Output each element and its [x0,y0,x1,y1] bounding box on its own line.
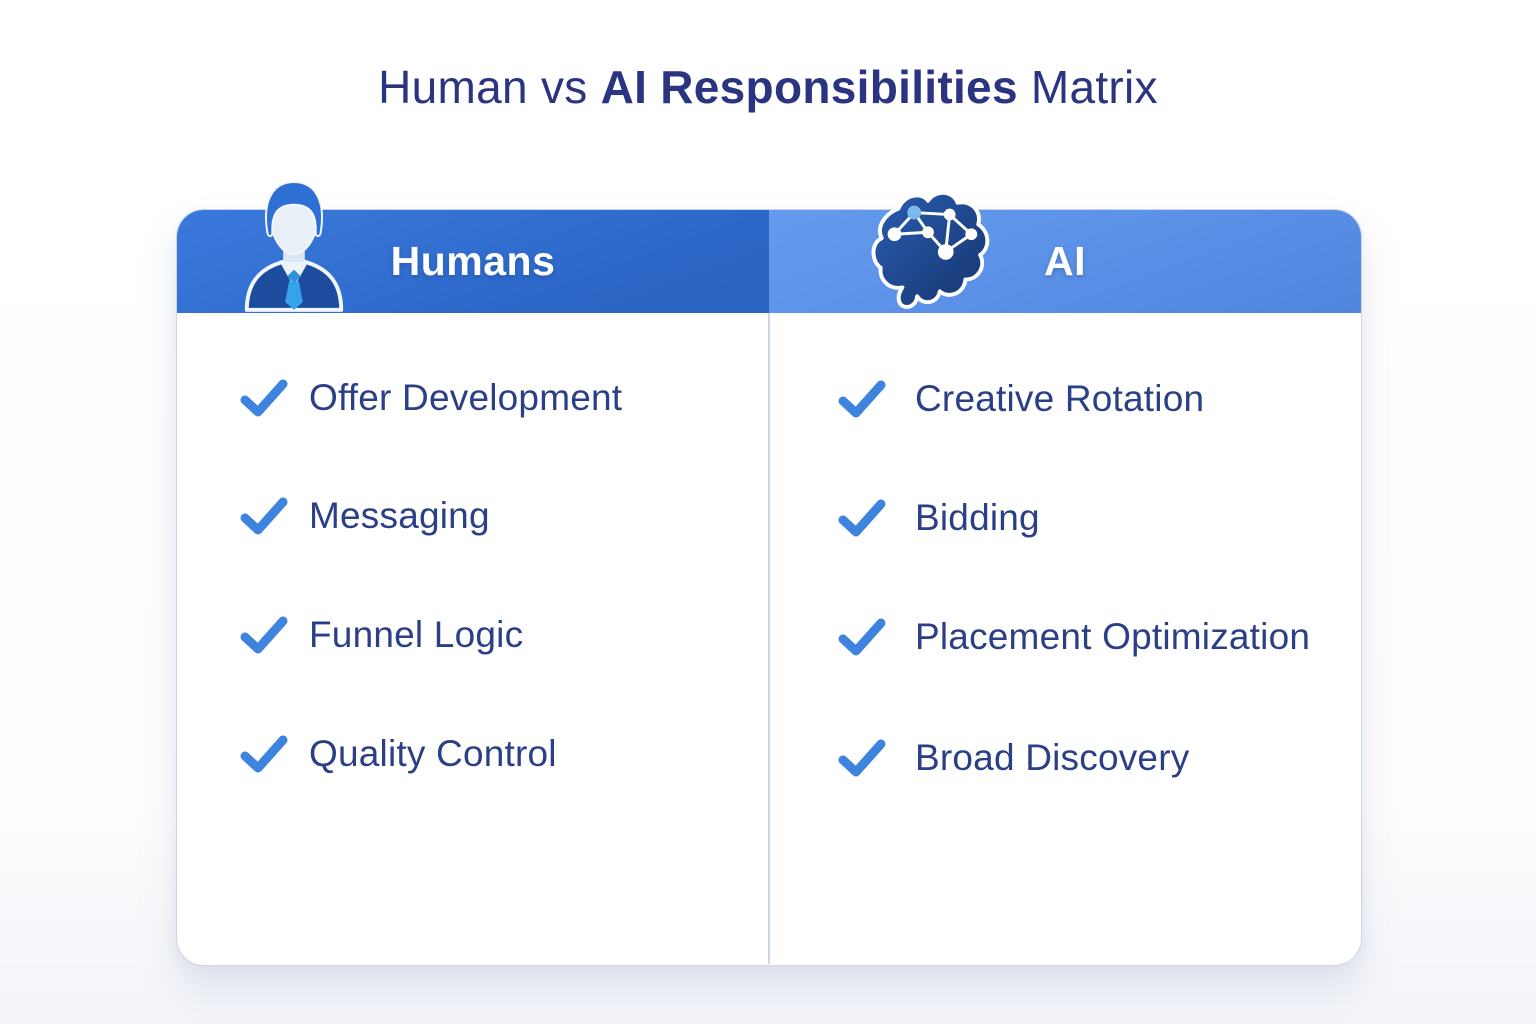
item-label: Messaging [309,495,490,536]
item-label: Creative Rotation [915,378,1205,419]
page-title-prefix: Human vs [378,61,588,113]
check-icon [838,380,886,418]
brain-icon [871,190,990,309]
check-icon [240,735,288,773]
humans-header: Humans [177,181,769,313]
check-icon [838,618,886,656]
matrix-card: Humans [176,181,1363,966]
page-title-suffix: Matrix [1030,61,1158,113]
page-title-bold: AI Responsibilities [600,61,1018,113]
humans-column: Offer Development Messaging Funnel Logic… [177,313,769,965]
item-label: Bidding [915,497,1040,538]
item-label: Offer Development [309,377,623,418]
person-icon [244,181,344,312]
check-icon [838,739,886,777]
list-item: Quality Control [239,728,557,780]
check-icon [240,497,288,535]
list-item: Broad Discovery [837,732,1189,784]
list-item: Bidding [837,492,1040,544]
matrix-header: Humans [177,181,1361,313]
list-item: Funnel Logic [239,609,523,661]
check-icon [838,499,886,537]
humans-header-label: Humans [390,238,556,284]
column-divider [768,313,770,964]
list-item: Creative Rotation [837,373,1204,425]
item-label: Quality Control [309,733,557,774]
ai-column: Creative Rotation Bidding Placement Opti… [771,313,1363,965]
list-item: Messaging [239,490,490,542]
item-label: Broad Discovery [915,737,1190,778]
ai-header: AI [769,190,1361,313]
check-icon [240,616,288,654]
ai-header-label: AI [1044,238,1086,284]
list-item: Offer Development [239,372,622,424]
list-item: Placement Optimization [837,611,1310,663]
item-label: Placement Optimization [915,616,1311,657]
item-label: Funnel Logic [309,614,524,655]
check-icon [240,379,288,417]
